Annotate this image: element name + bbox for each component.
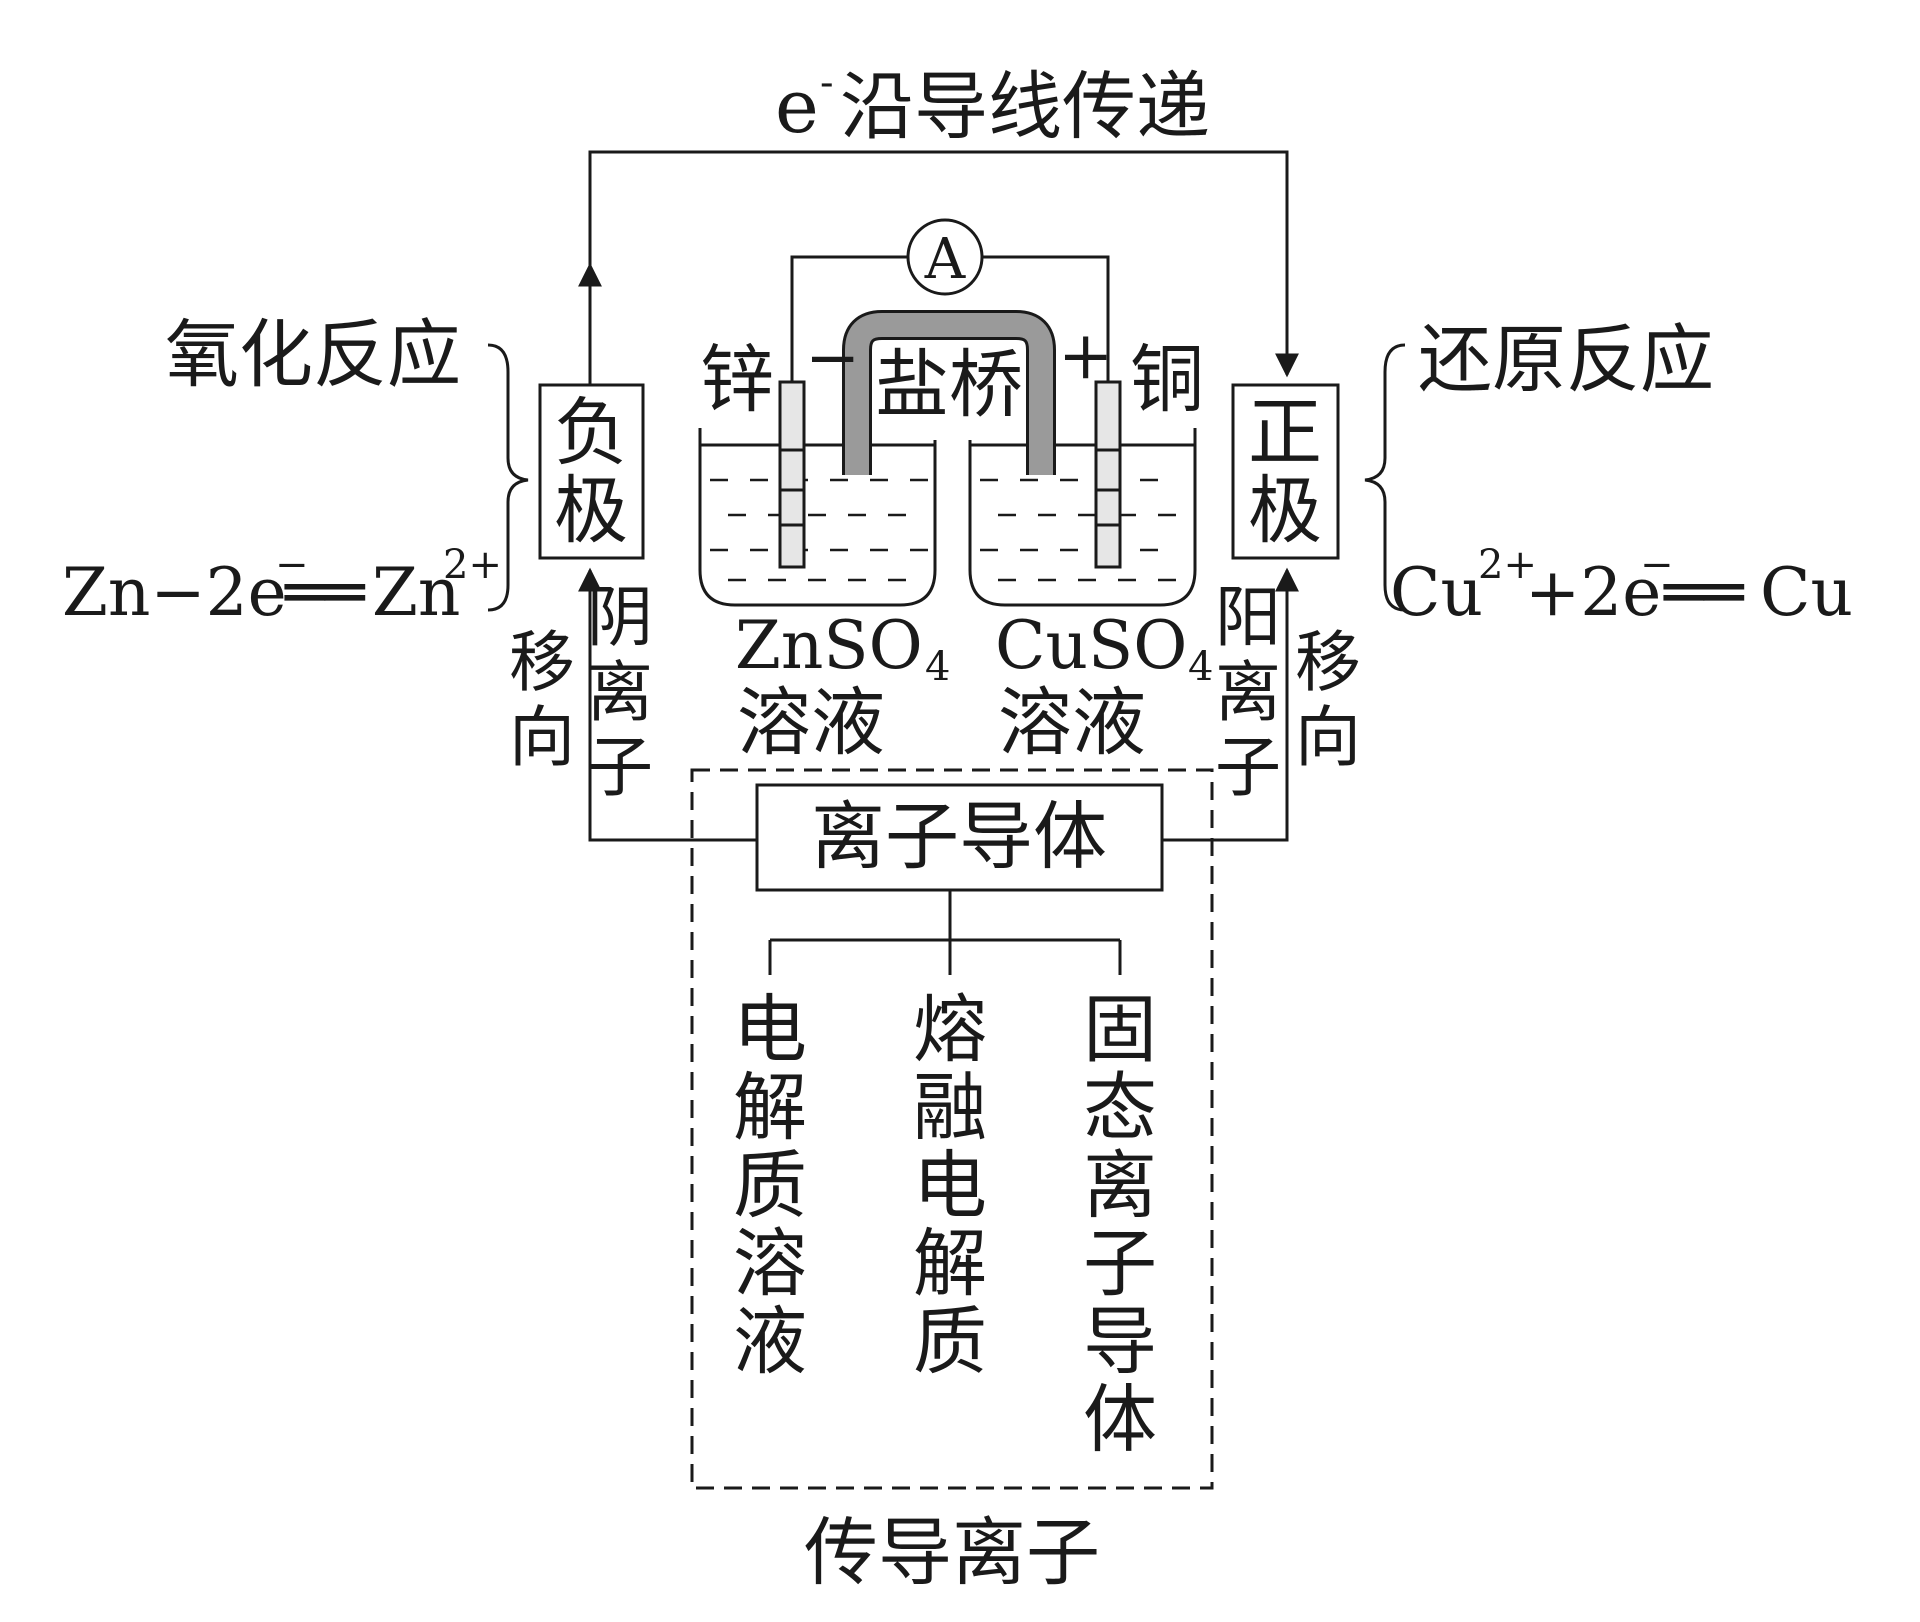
ammeter-circuit: A bbox=[790, 218, 1110, 385]
cathode-equation: Cu 2+ +2e − ══ Cu bbox=[1390, 542, 1853, 631]
conductor-type-char: 离 bbox=[1083, 1143, 1157, 1229]
conductor-type-char: 解 bbox=[913, 1221, 987, 1307]
anode-char-1: 负 bbox=[554, 390, 628, 476]
svg-text:离: 离 bbox=[1215, 654, 1281, 731]
ion-conductor-label: 离子导体 bbox=[811, 794, 1107, 880]
anode-equation: Zn−2e − ══ Zn 2+ bbox=[62, 542, 502, 631]
svg-text:溶液: 溶液 bbox=[737, 680, 885, 766]
svg-text:移: 移 bbox=[509, 624, 575, 701]
salt-bridge-label: 盐桥 bbox=[875, 342, 1023, 428]
svg-text:阳: 阳 bbox=[1215, 579, 1281, 656]
cathode-box bbox=[1231, 383, 1340, 560]
conduct-ions-caption: 传导离子 bbox=[804, 1510, 1100, 1596]
svg-text:══: ══ bbox=[284, 554, 366, 631]
ammeter-symbol: A bbox=[924, 227, 966, 292]
svg-text:4: 4 bbox=[925, 644, 950, 690]
zinc-label: 锌 bbox=[700, 337, 774, 423]
cuso4-solution-label: CuSO 4 溶液 bbox=[995, 607, 1213, 766]
svg-text:离: 离 bbox=[587, 654, 653, 731]
svg-text:══: ══ bbox=[1663, 554, 1745, 631]
svg-text:-: - bbox=[820, 60, 834, 106]
external-wire bbox=[578, 150, 1299, 385]
ion-conductor-region bbox=[690, 768, 1214, 1490]
svg-text:阴: 阴 bbox=[587, 579, 653, 656]
svg-text:−: − bbox=[275, 542, 309, 588]
svg-text:Cu: Cu bbox=[1390, 554, 1483, 631]
ammeter bbox=[906, 218, 984, 296]
left-beaker bbox=[698, 428, 937, 607]
conductor-type-char: 态 bbox=[1083, 1065, 1157, 1151]
conductor-type-char: 解 bbox=[733, 1065, 807, 1151]
conductor-type-char: 电 bbox=[913, 1143, 987, 1229]
copper-sign: + bbox=[1058, 317, 1113, 394]
anode-brace bbox=[487, 343, 529, 612]
cathode-brace bbox=[1364, 343, 1406, 612]
svg-text:CuSO: CuSO bbox=[995, 607, 1187, 684]
conductor-type-char: 电 bbox=[733, 987, 807, 1073]
anion-migration-label: 阴 离 子 移 向 bbox=[509, 579, 653, 806]
conductor-type-char: 融 bbox=[913, 1065, 987, 1151]
conductor-type-char: 体 bbox=[1083, 1377, 1157, 1463]
conductor-branches bbox=[768, 890, 1122, 975]
svg-text:沿导线传递: 沿导线传递 bbox=[840, 64, 1210, 150]
ion-migration-lines bbox=[578, 567, 1299, 842]
svg-text:2+: 2+ bbox=[443, 542, 502, 588]
conductor-type-char: 导 bbox=[1083, 1299, 1157, 1385]
svg-text:e: e bbox=[775, 64, 819, 150]
svg-text:−: − bbox=[1640, 542, 1674, 588]
zinc-electrode: 锌 − bbox=[700, 319, 860, 569]
conductor-type-char: 质 bbox=[733, 1143, 807, 1229]
svg-text:2+: 2+ bbox=[1478, 542, 1537, 588]
conductor-type-char: 子 bbox=[1083, 1221, 1157, 1307]
svg-text:4: 4 bbox=[1188, 644, 1213, 690]
svg-text:Zn−2e: Zn−2e bbox=[62, 554, 287, 631]
anode-char-2: 极 bbox=[554, 468, 628, 554]
right-beaker bbox=[968, 428, 1197, 607]
svg-text:Cu: Cu bbox=[1760, 554, 1853, 631]
copper-electrode: 铜 + bbox=[1058, 317, 1204, 569]
conductor-type-char: 液 bbox=[733, 1299, 807, 1385]
conductor-type-char: 熔 bbox=[913, 987, 987, 1073]
svg-text:+2e: +2e bbox=[1525, 554, 1661, 631]
zinc-sign: − bbox=[805, 319, 860, 396]
ion-conductor-box bbox=[755, 783, 1164, 892]
svg-text:子: 子 bbox=[587, 729, 653, 806]
svg-text:移: 移 bbox=[1295, 624, 1361, 701]
svg-text:Zn: Zn bbox=[372, 554, 460, 631]
cation-migration-label: 阳 离 子 移 向 bbox=[1215, 579, 1361, 806]
electron-flow-label: e - 沿导线传递 bbox=[775, 60, 1210, 150]
svg-text:子: 子 bbox=[1215, 729, 1281, 806]
svg-text:向: 向 bbox=[509, 699, 575, 776]
cathode-group: 正 极 还原反应 Cu 2+ +2e − ══ Cu 阳 离 子 移 向 bbox=[1215, 317, 1853, 806]
cathode-char-1: 正 bbox=[1248, 390, 1322, 476]
svg-text:溶液: 溶液 bbox=[998, 680, 1146, 766]
anode-box bbox=[538, 383, 645, 560]
anode-group: 负 极 氧化反应 Zn−2e − ══ Zn 2+ 阴 离 子 移 向 bbox=[62, 312, 653, 806]
svg-text:ZnSO: ZnSO bbox=[735, 607, 923, 684]
conductor-type-char: 质 bbox=[913, 1299, 987, 1385]
znso4-solution-label: ZnSO 4 溶液 bbox=[735, 607, 950, 766]
oxidation-label: 氧化反应 bbox=[165, 312, 461, 398]
conductor-type-char: 固 bbox=[1083, 987, 1157, 1073]
conductor-type-char: 溶 bbox=[733, 1221, 807, 1307]
copper-label: 铜 bbox=[1130, 337, 1204, 423]
reduction-label: 还原反应 bbox=[1418, 317, 1714, 403]
cathode-char-2: 极 bbox=[1248, 468, 1322, 554]
salt-bridge: 盐桥 bbox=[842, 310, 1056, 475]
svg-text:向: 向 bbox=[1295, 699, 1361, 776]
